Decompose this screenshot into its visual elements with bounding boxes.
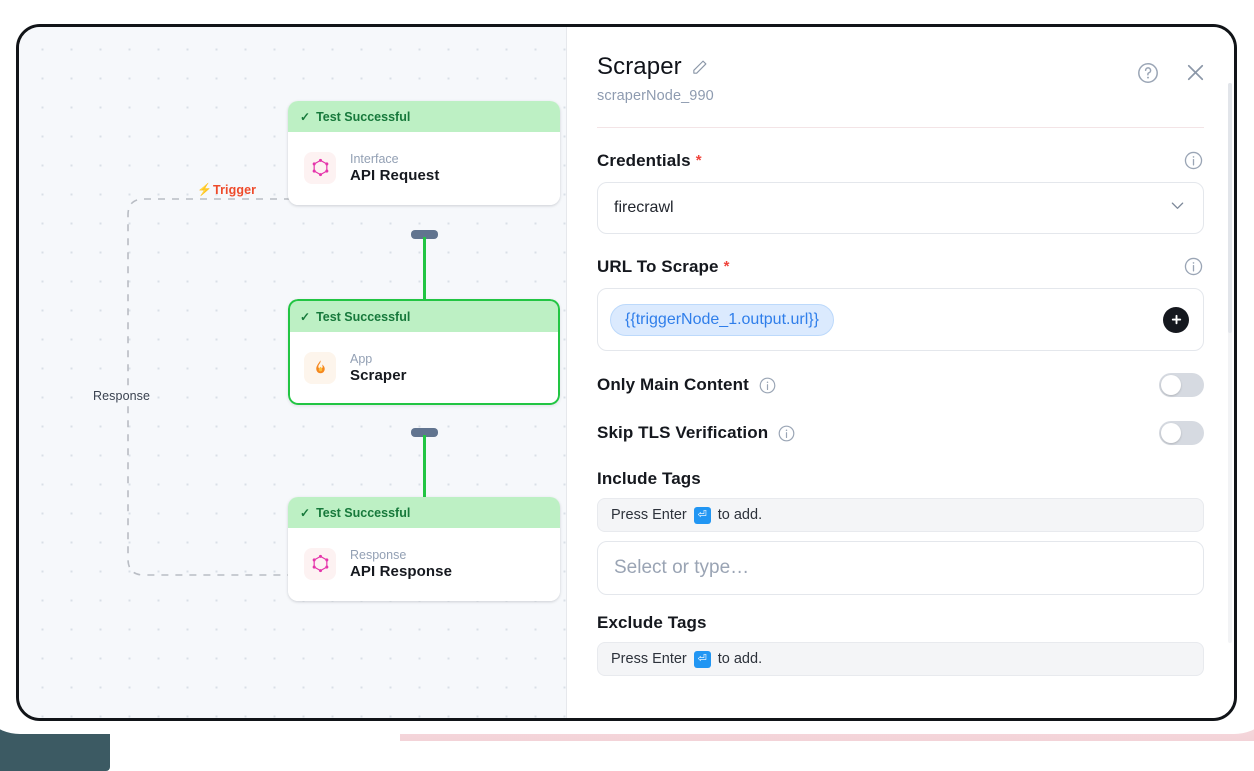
question-circle-icon[interactable] (1136, 61, 1160, 85)
node-handle-source-1[interactable] (411, 230, 438, 239)
check-icon: ✓ (300, 109, 311, 124)
exclude-tags-hint-suffix: to add. (717, 651, 763, 667)
credentials-selected-value: firecrawl (614, 199, 674, 216)
connector-1 (423, 237, 426, 325)
toggle-knob (1161, 423, 1181, 443)
check-icon: ✓ (300, 505, 311, 520)
skip-tls-verification-label-text: Skip TLS Verification (597, 423, 769, 442)
info-circle-icon[interactable] (1183, 256, 1204, 277)
exclude-tags-label: Exclude Tags (597, 613, 707, 632)
url-to-scrape-label: URL To Scrape * (597, 257, 730, 277)
include-tags-placeholder: Select or type… (614, 557, 750, 578)
credentials-label-text: Credentials (597, 150, 691, 170)
info-circle-icon[interactable] (758, 376, 777, 395)
node-body: Response API Response (288, 528, 560, 601)
page-title: Scraper (597, 53, 682, 80)
credentials-field: Credentials * firecrawl (597, 150, 1204, 234)
node-title: API Request (350, 166, 440, 184)
edge-label-response: Response (89, 388, 155, 404)
node-body: Interface API Request (288, 132, 560, 205)
include-tags-hint-prefix: Press Enter (611, 507, 687, 523)
include-tags-label: Include Tags (597, 469, 701, 488)
node-handle-source-2[interactable] (411, 428, 438, 437)
info-circle-icon[interactable] (1183, 150, 1204, 171)
lightning-bolt-icon: ⚡ (197, 182, 213, 197)
check-icon: ✓ (300, 309, 311, 324)
node-config-panel: Scraper scraperNode_990 (566, 27, 1234, 718)
skip-tls-verification-label: Skip TLS Verification (597, 423, 796, 443)
skip-tls-verification-row: Skip TLS Verification (597, 421, 1204, 445)
url-to-scrape-label-text: URL To Scrape (597, 256, 719, 276)
toggle-knob (1161, 375, 1181, 395)
node-kind: Response (350, 547, 407, 562)
pencil-icon[interactable] (691, 59, 708, 76)
credentials-select[interactable]: firecrawl (597, 182, 1204, 234)
only-main-content-label-text: Only Main Content (597, 375, 749, 394)
include-tags-hint: Press Enter ⏎ to add. (597, 498, 1204, 532)
only-main-content-label: Only Main Content (597, 375, 777, 395)
edge-label-trigger-text: Trigger (213, 183, 257, 197)
required-marker: * (695, 152, 702, 169)
credentials-label: Credentials * (597, 151, 702, 171)
node-id-label: scraperNode_990 (597, 88, 714, 104)
include-tags-field: Include Tags Press Enter ⏎ to add. Selec… (597, 469, 1204, 595)
edge-label-trigger: ⚡ Trigger (197, 183, 256, 197)
header-divider (597, 127, 1204, 128)
node-title: API Response (350, 562, 453, 580)
enter-key-icon: ⏎ (693, 650, 711, 668)
node-status-banner: ✓ Test Successful (288, 299, 560, 332)
graphql-icon (304, 151, 336, 184)
node-status-banner: ✓ Test Successful (288, 497, 560, 528)
enter-key-icon: ⏎ (693, 506, 711, 524)
exclude-tags-hint: Press Enter ⏎ to add. (597, 642, 1204, 676)
node-kind: Interface (350, 151, 399, 166)
required-marker: * (723, 258, 730, 275)
node-status-text: Test Successful (316, 309, 411, 324)
close-icon[interactable] (1183, 60, 1208, 85)
flame-icon (304, 351, 336, 384)
connector-2 (423, 435, 426, 523)
node-title: Scraper (350, 366, 407, 384)
panel-header: Scraper scraperNode_990 (567, 27, 1234, 104)
url-to-scrape-field: URL To Scrape * {{triggerNode_1. (597, 256, 1204, 351)
skip-tls-verification-toggle[interactable] (1159, 421, 1204, 445)
only-main-content-toggle[interactable] (1159, 373, 1204, 397)
only-main-content-row: Only Main Content (597, 373, 1204, 397)
exclude-tags-hint-prefix: Press Enter (611, 651, 687, 667)
url-to-scrape-input[interactable]: {{triggerNode_1.output.url}} (597, 288, 1204, 351)
workflow-canvas[interactable]: ⚡ Trigger Response ✓ Test Successful (19, 27, 566, 718)
plus-icon[interactable] (1163, 306, 1189, 333)
canvas-node-api-response[interactable]: ✓ Test Successful (288, 497, 560, 601)
node-status-text: Test Successful (316, 505, 411, 520)
node-body: App Scraper (288, 332, 560, 405)
include-tags-hint-suffix: to add. (717, 507, 763, 523)
canvas-node-scraper[interactable]: ✓ Test Successful App Scraper (288, 299, 560, 405)
node-status-banner: ✓ Test Successful (288, 101, 560, 132)
graphql-icon (304, 547, 336, 580)
node-kind: App (350, 351, 373, 366)
variable-chip[interactable]: {{triggerNode_1.output.url}} (610, 303, 834, 336)
chevron-down-icon (1168, 196, 1187, 220)
panel-scrollbar-thumb[interactable] (1228, 83, 1232, 333)
app-window: ⚡ Trigger Response ✓ Test Successful (16, 24, 1237, 721)
node-status-text: Test Successful (316, 109, 411, 124)
panel-scrollbar[interactable] (1228, 83, 1232, 643)
info-circle-icon[interactable] (777, 424, 796, 443)
canvas-node-api-request[interactable]: ✓ Test Successful (288, 101, 560, 205)
exclude-tags-field: Exclude Tags Press Enter ⏎ to add. (597, 613, 1204, 676)
include-tags-input[interactable]: Select or type… (597, 541, 1204, 595)
